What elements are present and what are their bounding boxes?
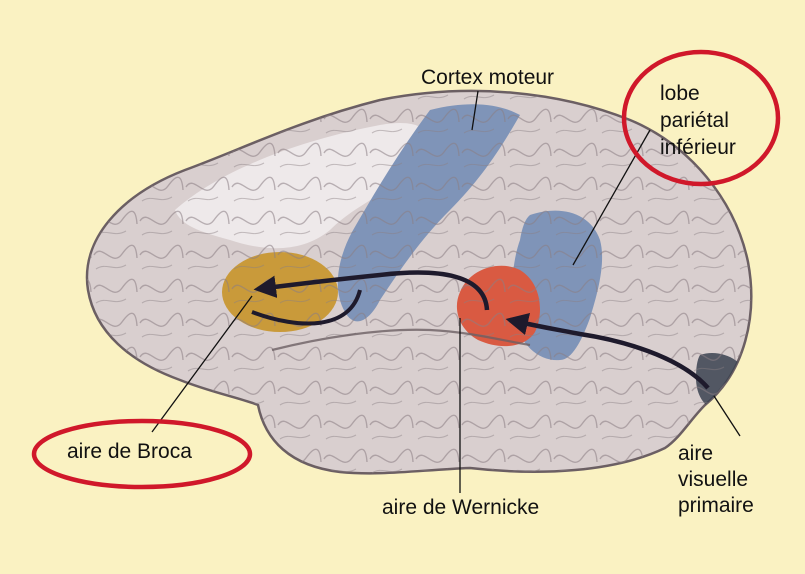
inferior-parietal-label-line: pariétal — [660, 107, 736, 134]
broca-area-label: aire de Broca — [67, 440, 192, 464]
inferior-parietal-label-line: lobe — [660, 80, 736, 107]
wernicke-area-label: aire de Wernicke — [382, 496, 539, 520]
motor-cortex-label: Cortex moteur — [421, 66, 554, 90]
inferior-parietal-label: lobe pariétal inférieur — [660, 80, 736, 161]
primary-visual-label-line: primaire — [678, 493, 754, 519]
primary-visual-label-line: aire — [678, 441, 754, 467]
inferior-parietal-label-line: inférieur — [660, 134, 736, 161]
primary-visual-label: aire visuelle primaire — [678, 441, 754, 519]
primary-visual-label-line: visuelle — [678, 467, 754, 493]
